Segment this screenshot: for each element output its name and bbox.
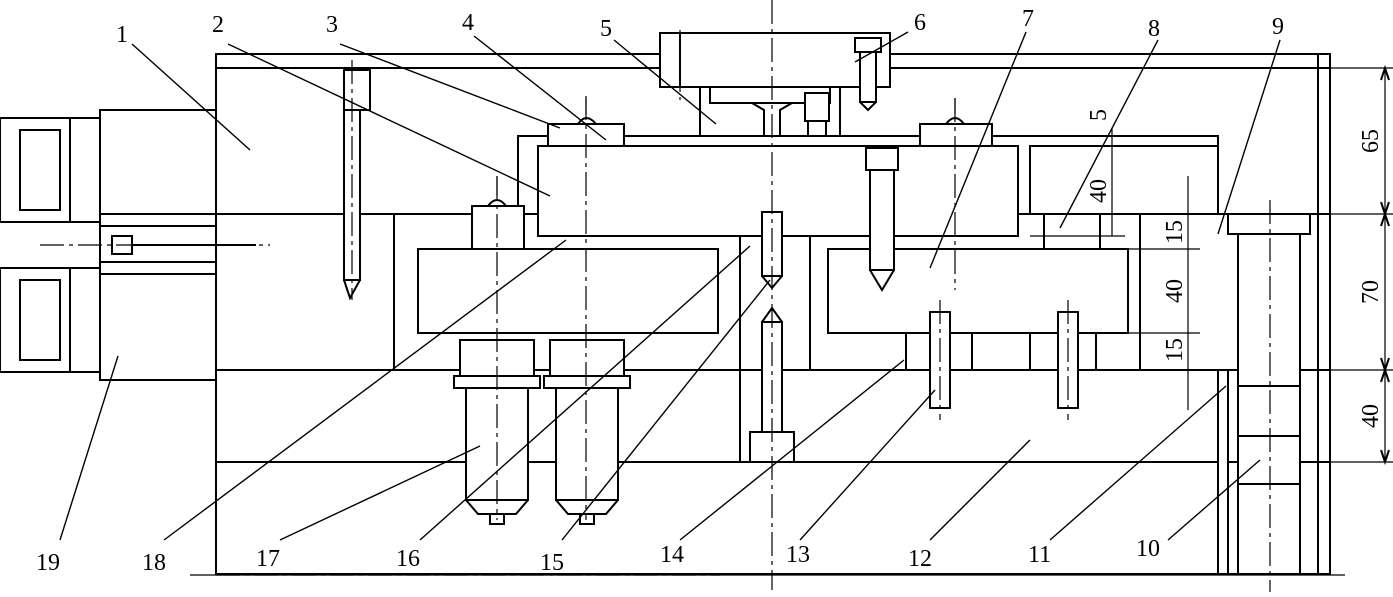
callout-13: 13 [786, 542, 810, 568]
dimension-lines [1030, 64, 1393, 466]
callout-5: 5 [600, 16, 612, 42]
dim-70: 70 [1358, 280, 1384, 304]
centerlines [40, 0, 1271, 592]
callout-labels: 1 2 3 4 5 6 7 8 9 10 11 12 13 14 15 16 1… [36, 6, 1284, 576]
dim-65: 65 [1358, 129, 1384, 153]
sprue-bushing-assembly [659, 32, 891, 186]
callout-4: 4 [462, 10, 474, 36]
dim-40-right: 40 [1358, 404, 1384, 428]
lower-manifolds [417, 147, 1129, 334]
callout-18: 18 [142, 550, 166, 576]
callout-14: 14 [660, 542, 684, 568]
callout-2: 2 [212, 12, 224, 38]
callout-1: 1 [116, 22, 128, 48]
callout-10: 10 [1136, 536, 1160, 562]
callout-16: 16 [396, 546, 420, 572]
support-pillars [905, 311, 1097, 409]
callout-12: 12 [908, 546, 932, 572]
middle-plate [393, 214, 1141, 462]
leader-lines [59, 31, 1281, 541]
dimension-labels: 65 70 40 5 40 15 40 15 [1086, 109, 1384, 428]
callout-9: 9 [1272, 14, 1284, 40]
dim-15-lower: 15 [1162, 338, 1188, 362]
callout-3: 3 [326, 12, 338, 38]
callout-19: 19 [36, 550, 60, 576]
callout-6: 6 [914, 10, 926, 36]
dim-40-lower: 40 [1162, 279, 1188, 303]
dim-15-upper: 15 [1162, 220, 1188, 244]
callout-7: 7 [1022, 6, 1034, 32]
dim-40-upper: 40 [1086, 179, 1112, 203]
callout-15: 15 [540, 550, 564, 576]
callout-8: 8 [1148, 16, 1160, 42]
callout-17: 17 [256, 546, 280, 572]
dim-5: 5 [1086, 109, 1112, 121]
callout-11: 11 [1028, 542, 1051, 568]
guide-pin [1217, 213, 1311, 575]
